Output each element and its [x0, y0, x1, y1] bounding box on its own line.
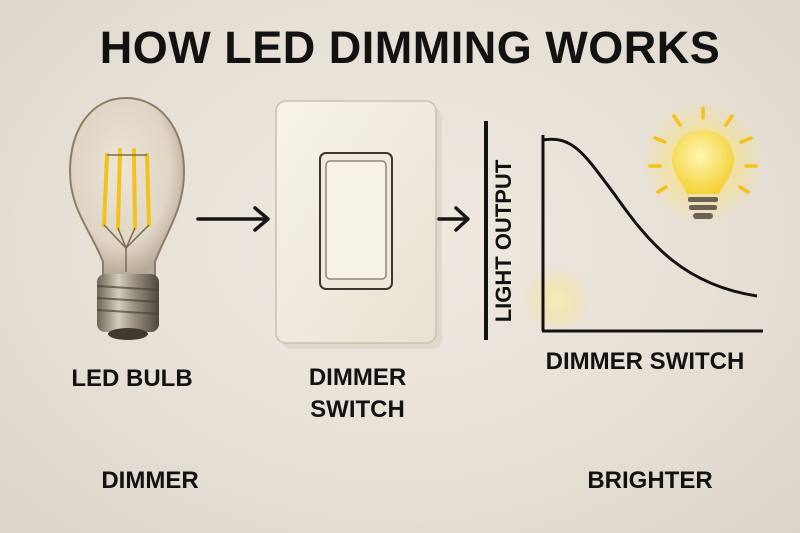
page-title: HOW LED DIMMING WORKS — [99, 22, 721, 73]
dimmer-switch-label-line2: SWITCH — [310, 396, 405, 423]
brighter-label: BRIGHTER — [587, 467, 713, 494]
arrow-right-icon — [196, 206, 270, 232]
dimmer-switch-label: DIMMER SWITCH — [270, 362, 445, 426]
dimmer-switch-icon — [275, 100, 442, 349]
arrow-right-icon — [437, 206, 470, 232]
graph-y-axis-label: LIGHT OUTPUT — [491, 159, 516, 323]
glowing-bulb-icon — [641, 100, 765, 224]
light-output-graph — [484, 121, 763, 340]
led-bulb-label: LED BULB — [71, 365, 193, 392]
dimmer-switch-label-line1: DIMMER — [308, 364, 407, 391]
graph-x-axis-label: DIMMER SWITCH — [545, 348, 745, 375]
light-output-curve — [542, 137, 758, 298]
dimmer-label: DIMMER — [101, 467, 199, 494]
